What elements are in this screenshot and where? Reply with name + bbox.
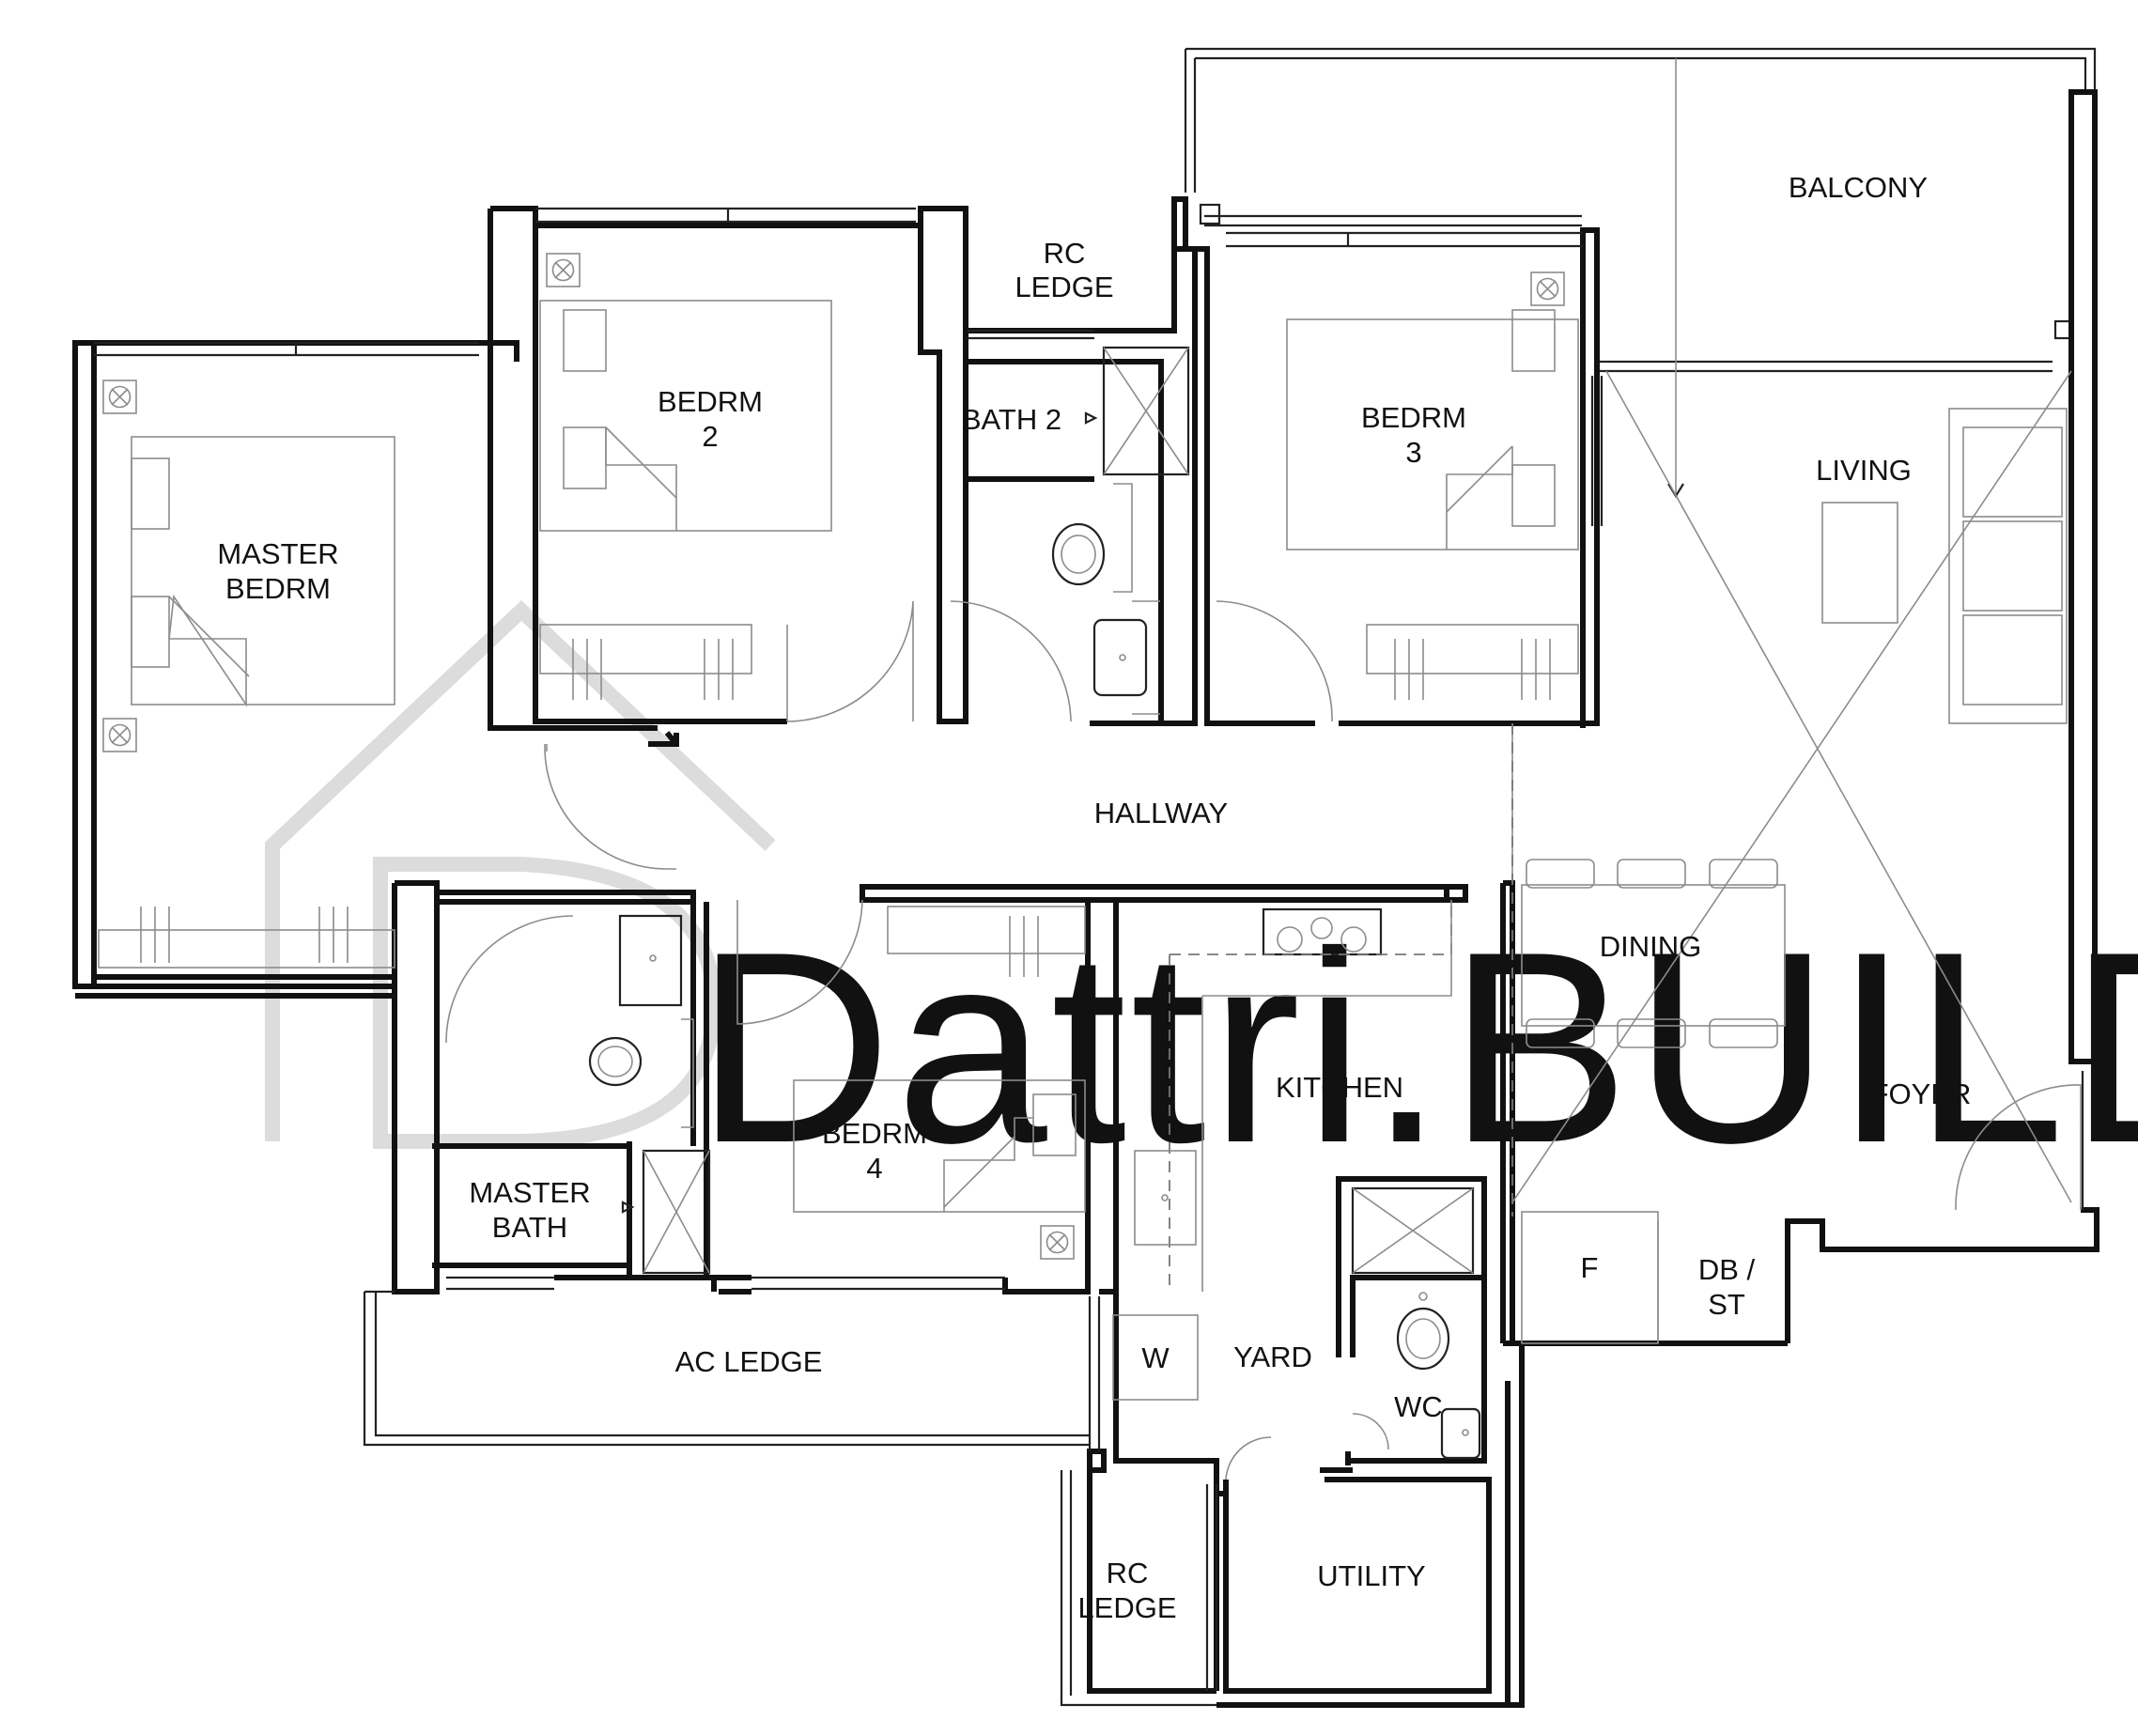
label-kitchen: KITCHEN — [1276, 1071, 1403, 1104]
ac-unit-icon — [1530, 271, 1565, 306]
ac-unit-icon — [102, 718, 137, 752]
furniture — [98, 253, 2072, 1460]
label-master-bedroom: BEDRM — [225, 572, 331, 605]
label-master-bath: BATH — [492, 1211, 567, 1244]
label-rc-ledge-bottom: LEDGE — [1077, 1591, 1176, 1624]
label-balcony: BALCONY — [1789, 171, 1928, 204]
doors — [445, 600, 2082, 1480]
toilet-icon — [1051, 522, 1106, 586]
watermark: Dattri.BUILD — [265, 600, 2138, 1200]
toilet-icon — [1396, 1307, 1450, 1371]
label-dining: DINING — [1600, 930, 1702, 963]
label-bedroom-4: 4 — [866, 1152, 882, 1185]
label-fridge: F — [1581, 1251, 1599, 1284]
windows — [94, 207, 2084, 1691]
ac-unit-icon — [1040, 1225, 1075, 1260]
label-bath-2: BATH 2 — [962, 403, 1061, 436]
label-db-st: DB / — [1698, 1253, 1756, 1286]
label-hallway: HALLWAY — [1094, 797, 1228, 829]
room-labels: BALCONY RC LEDGE BEDRM 2 BATH 2 BEDRM 3 … — [217, 171, 1971, 1624]
label-rc-ledge-top: LEDGE — [1015, 271, 1113, 303]
label-wc: WC — [1394, 1390, 1443, 1423]
label-rc-ledge-top: RC — [1044, 237, 1086, 270]
label-rc-ledge-bottom: RC — [1107, 1557, 1149, 1589]
label-master-bedroom: MASTER — [217, 537, 338, 570]
ac-unit-icon — [546, 253, 581, 287]
label-bedroom-2: 2 — [702, 420, 718, 453]
label-master-bath: MASTER — [469, 1176, 590, 1209]
label-ac-ledge: AC LEDGE — [675, 1345, 823, 1378]
label-bedroom-2: BEDRM — [658, 385, 763, 418]
label-utility: UTILITY — [1317, 1559, 1425, 1592]
label-bedroom-4: BEDRM — [822, 1117, 927, 1150]
label-bedroom-3: 3 — [1405, 436, 1421, 469]
balcony-area — [1184, 47, 2097, 499]
toilet-icon — [588, 1036, 643, 1087]
sink-icon — [1440, 1407, 1481, 1460]
label-living: LIVING — [1816, 454, 1912, 487]
label-washer: W — [1141, 1341, 1170, 1374]
label-yard: YARD — [1233, 1341, 1312, 1373]
ac-unit-icon — [102, 380, 137, 414]
walls — [72, 89, 2099, 1708]
label-foyer: FOYER — [1871, 1077, 1972, 1110]
label-db-st: ST — [1708, 1288, 1745, 1321]
ledges — [363, 1290, 1216, 1707]
label-bedroom-3: BEDRM — [1361, 401, 1466, 434]
sink-icon — [1092, 618, 1148, 697]
watermark-text: Dattri.BUILD — [695, 895, 2138, 1200]
